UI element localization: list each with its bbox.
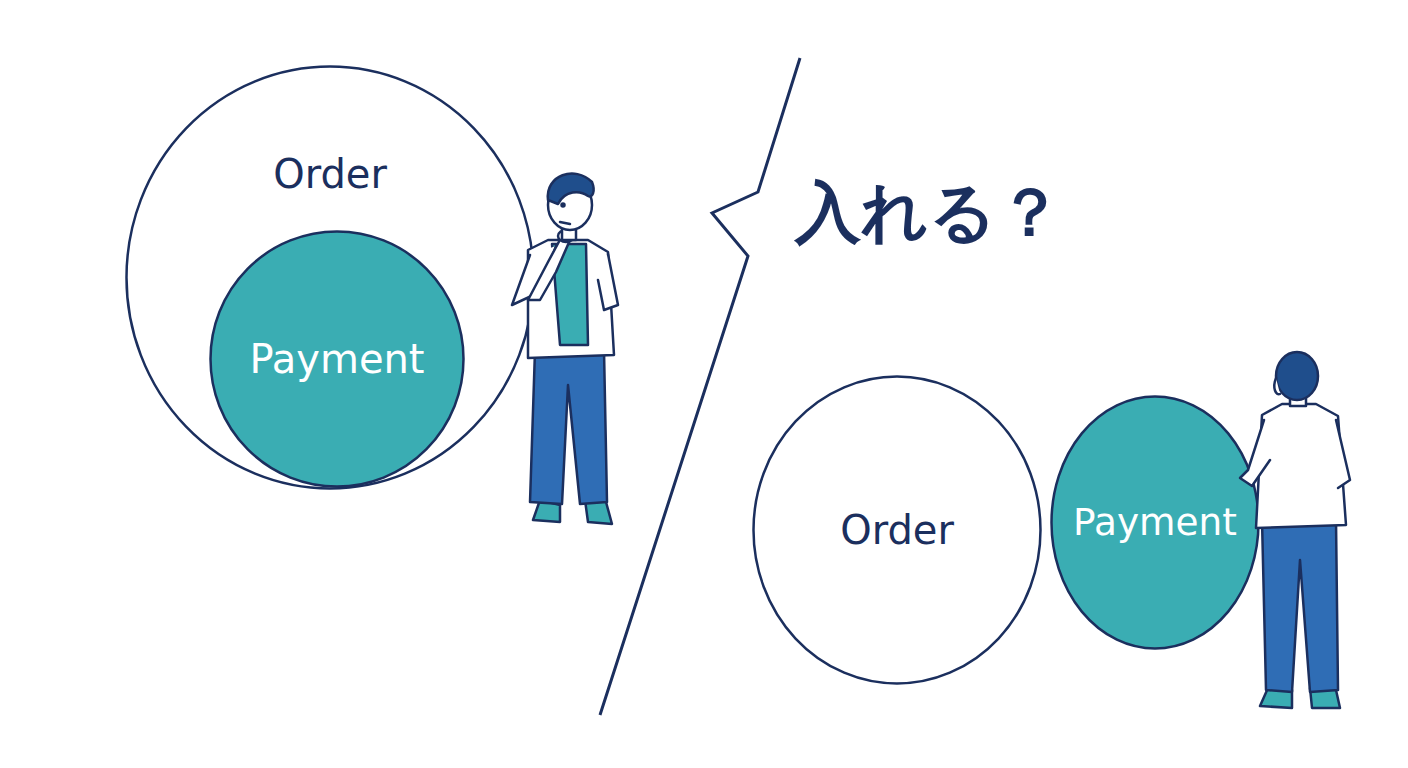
node-label: Payment xyxy=(1050,500,1260,545)
payment-circle: Payment xyxy=(1050,395,1260,650)
circle-outline xyxy=(125,65,535,490)
node-label: Order xyxy=(752,506,1042,554)
order-circle: Order xyxy=(752,375,1042,685)
node-label: Order xyxy=(125,150,535,198)
question-label: 入れる？ xyxy=(795,168,1063,258)
divider-line xyxy=(600,58,800,715)
node-label: Payment xyxy=(209,335,465,383)
order-circle: Payment Order xyxy=(125,65,535,490)
payment-circle: Payment xyxy=(209,230,465,488)
